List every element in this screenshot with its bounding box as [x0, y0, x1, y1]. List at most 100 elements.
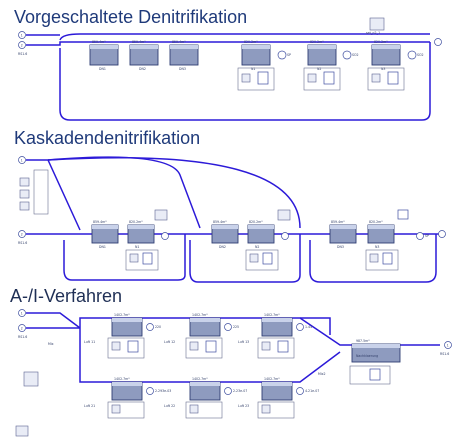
tank-name: N1 [251, 67, 255, 71]
sensor-icon[interactable] [296, 323, 304, 331]
tank-volume: 859.4m³ [92, 40, 106, 44]
sensor-label: 220 [155, 325, 161, 329]
controller-icon [142, 252, 153, 265]
sensor-icon[interactable] [224, 387, 232, 395]
tank-volume: 859.4m³ [93, 220, 107, 224]
tank-volume: 859.4m³ [331, 220, 345, 224]
sensor-icon[interactable] [224, 323, 232, 331]
cascade-stage-2[interactable]: 859.4m³ DN2 820.2m³ N2 [211, 209, 291, 271]
aerobic-tank-n2[interactable]: 820.2m³ N2 [303, 40, 341, 91]
input-port-2-label: 2 [21, 43, 23, 47]
upper-tank-3[interactable]: 1402.7m³ 1.44 [257, 313, 312, 359]
cascade-stage-1[interactable]: 859.4m³ DN1 820.2m³ N1 [91, 209, 169, 271]
controller-icon [323, 71, 335, 85]
output-port[interactable] [434, 38, 442, 46]
anoxic-tank-dn3[interactable]: 859.4m³ DN3 [169, 40, 199, 71]
tank-name: N3 [381, 67, 385, 71]
title-predenitrification: Vorgeschaltete Denitrifikation [14, 7, 248, 27]
input-port-2-label: 2 [21, 326, 23, 330]
sensor-icon[interactable] [296, 387, 304, 395]
sensor-icon[interactable] [277, 50, 287, 60]
lower-tank-1[interactable]: 1402.7m³ 2.293e-03 [107, 377, 171, 419]
main-flow-pipe [26, 34, 430, 46]
tank-name: N1 [135, 245, 139, 249]
anoxic-tank-dn1[interactable]: 859.4m³ DN1 [89, 40, 119, 71]
input-port-1[interactable] [18, 309, 26, 317]
tank-volume: 820.2m³ [244, 40, 258, 44]
controller-icon [257, 71, 269, 85]
air-label: Luft 13 [238, 340, 249, 344]
tank-name: DN3 [337, 245, 344, 249]
sensor-icon[interactable] [342, 50, 352, 60]
sensor-icon[interactable] [416, 232, 424, 240]
blower-icon [129, 253, 139, 263]
tank-name: N3 [375, 245, 379, 249]
input-port-1[interactable] [18, 156, 26, 164]
return-pipe-top [59, 33, 430, 41]
small-component-icon [15, 425, 29, 437]
tank-volume: 1402.7m³ [114, 313, 130, 317]
sensor-label: 2.293e-03 [155, 389, 171, 393]
output-port[interactable] [438, 230, 446, 238]
controller-icon [382, 252, 393, 265]
input-port-1-label: 1 [21, 33, 23, 37]
air-label: Luft 23 [238, 404, 249, 408]
section-predenitrification: 1 2 RS1.6 859.4m³ DN1 859.4m³ DN2 859.4m… [18, 17, 442, 121]
tank-volume: 859.4m³ [132, 40, 146, 44]
input-port-1-label: 1 [21, 311, 23, 315]
lower-tank-2[interactable]: 1402.7m³ 2.23e-07 [185, 377, 247, 419]
sensor-label: 2.23e-07 [233, 389, 247, 393]
air-label: Luft 21 [84, 404, 95, 408]
controller-icon [369, 368, 381, 381]
sensor-icon[interactable] [161, 232, 169, 240]
tank-name: DN2 [139, 67, 146, 71]
input-port-2[interactable] [18, 324, 26, 332]
input-port-2[interactable] [18, 41, 26, 49]
section-cascade: 1 2 RS1.6 859.4m³ DN1 820.2m³ N1 [18, 156, 446, 283]
sensor-label: 1.44 [305, 325, 312, 329]
title-ai-process: A-/I-Verfahren [10, 286, 123, 306]
blower-icon[interactable] [369, 17, 385, 31]
recirc-loop-2 [189, 234, 301, 283]
blower-icon [261, 341, 271, 351]
secondary-clarifier[interactable]: 987.5m³ Nachklaerung [349, 339, 401, 385]
sensor-label: 225 [233, 325, 239, 329]
sensor-icon[interactable] [146, 323, 154, 331]
anoxic-tank-dn2[interactable]: 859.4m³ DN2 [129, 40, 159, 71]
aerobic-tank-n3[interactable]: 820.2m³ N3 [367, 40, 405, 91]
tank-volume: 1402.7m³ [114, 377, 130, 381]
sensor-icon[interactable] [146, 387, 154, 395]
upper-tank-1[interactable]: 1402.7m³ 220 [107, 313, 161, 359]
sensor-icon[interactable] [407, 50, 417, 60]
tank-volume: 859.4m³ [172, 40, 186, 44]
cascade-stage-3[interactable]: 859.4m³ DN3 820.2m³ N3 SP [329, 209, 429, 271]
mix-label: Mix [48, 342, 54, 346]
upper-tank-2[interactable]: 1402.7m³ 225 [185, 313, 239, 359]
blower-icon [154, 209, 168, 221]
air-label: Luft 22 [164, 404, 175, 408]
input-port-1-label: 1 [21, 158, 23, 162]
source-block[interactable] [23, 371, 39, 387]
tank-volume: 987.5m³ [356, 339, 370, 343]
lower-tank-3[interactable]: 1402.7m³ 4.21e-07 [257, 377, 319, 419]
tank-volume: 820.2m³ [369, 220, 383, 224]
sensor-icon[interactable] [281, 232, 289, 240]
tank-volume: 859.4m³ [213, 220, 227, 224]
input-port-1[interactable] [18, 31, 26, 39]
input-label: RS1.6 [18, 335, 27, 339]
tank-name: DN1 [99, 67, 106, 71]
setpoint-box[interactable] [397, 209, 409, 220]
aerobic-tank-n1[interactable]: 820.2m³ N1 [237, 40, 275, 91]
blower-icon [19, 189, 30, 199]
recirc-loop-3 [309, 234, 437, 283]
tank-volume: 820.2m³ [129, 220, 143, 224]
blower-icon [189, 404, 199, 414]
splitter-block[interactable] [33, 169, 49, 215]
output-port[interactable] [444, 341, 452, 349]
controller-icon [205, 340, 217, 353]
mix-label-2: Mix2 [318, 372, 326, 376]
input-port-2[interactable] [18, 230, 26, 238]
blower-icon [241, 73, 251, 83]
blower-icon [189, 341, 199, 351]
tank-volume: 1402.7m³ [192, 313, 208, 317]
